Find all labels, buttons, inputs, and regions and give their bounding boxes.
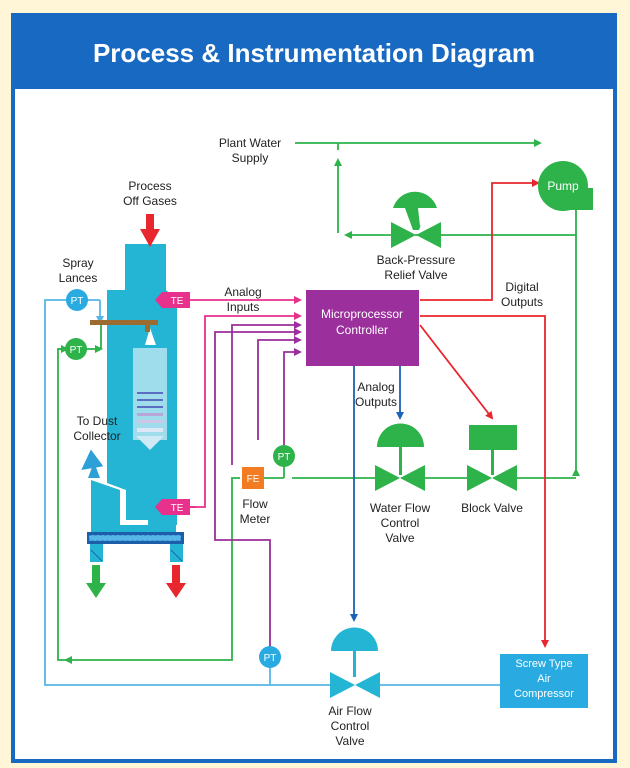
analog-out-label-2: Outputs [355, 395, 397, 409]
dust-label-1: To Dust [77, 414, 118, 428]
te-bottom: TE [155, 499, 190, 515]
pump: Pump [538, 161, 593, 211]
spray-label-1: Spray [62, 256, 93, 270]
block-valve-label: Block Valve [461, 501, 523, 515]
analog-in-label-1: Analog [224, 285, 261, 299]
afcv-label-1: Air Flow [328, 704, 372, 718]
process-in-arrow [140, 214, 160, 247]
pt-air-label: PT [264, 653, 277, 664]
afcv-label-3: Valve [335, 734, 364, 748]
purple-input-lines [214, 321, 302, 650]
screw-air-compressor: Screw Type Air Compressor [500, 654, 588, 708]
pt-air: PT [259, 646, 281, 668]
microprocessor-controller: Microprocessor Controller [306, 290, 419, 366]
analog-in-label-2: Inputs [227, 300, 260, 314]
pt-spray-bottom: PT [65, 338, 87, 360]
water-flow-control-valve [375, 423, 425, 491]
pt-spray-top: PT [66, 289, 88, 311]
pt-spray-top-label: PT [71, 296, 84, 307]
compressor-label-1: Screw Type [515, 658, 572, 670]
compressor-label-2: Air [537, 673, 551, 685]
process-vessel [87, 244, 184, 562]
air-lines [44, 299, 500, 686]
spray-label-2: Lances [59, 271, 98, 285]
block-valve [467, 425, 517, 491]
red-out-arrow [166, 565, 186, 598]
wfcv-label-2: Control [381, 516, 420, 530]
pump-label: Pump [547, 179, 579, 193]
back-pressure-relief-valve [391, 191, 441, 248]
wfcv-label-3: Valve [385, 531, 414, 545]
compressor-label-3: Compressor [514, 688, 574, 700]
process-label-1: Process [128, 179, 171, 193]
green-out-arrow [86, 565, 106, 598]
pt-spray-bottom-label: PT [70, 345, 83, 356]
plant-water-label-1: Plant Water [219, 136, 281, 150]
bp-valve-label-1: Back-Pressure [377, 253, 456, 267]
bp-valve-label-2: Relief Valve [384, 268, 447, 282]
controller-label-2: Controller [336, 323, 388, 337]
dust-label-2: Collector [73, 429, 120, 443]
analog-out-label-1: Analog [357, 380, 394, 394]
process-label-2: Off Gases [123, 194, 177, 208]
fe-flow-element: FE [242, 467, 264, 489]
digital-label-2: Outputs [501, 295, 543, 309]
pt-water-label: PT [278, 452, 291, 463]
afcv-label-2: Control [331, 719, 370, 733]
pt-water: PT [273, 445, 295, 467]
page-title: Process & Instrumentation Diagram [92, 38, 536, 68]
plant-water-label-2: Supply [232, 151, 269, 165]
fe-label: FE [247, 474, 260, 485]
te-top: TE [155, 292, 190, 308]
analog-output-lines [350, 366, 404, 622]
flow-meter-label-2: Meter [240, 512, 271, 526]
digital-label-1: Digital [505, 280, 538, 294]
wfcv-label-1: Water Flow [370, 501, 431, 515]
digital-output-lines [419, 179, 549, 648]
dust-out-arrow [81, 449, 104, 478]
controller-label-1: Microprocessor [321, 307, 403, 321]
te-bottom-label: TE [171, 503, 184, 514]
te-top-label: TE [171, 296, 184, 307]
air-flow-control-valve [330, 627, 380, 698]
flow-meter-label-1: Flow [242, 497, 268, 511]
header-bar: Process & Instrumentation Diagram [15, 17, 613, 89]
flow-arrows [81, 214, 186, 598]
